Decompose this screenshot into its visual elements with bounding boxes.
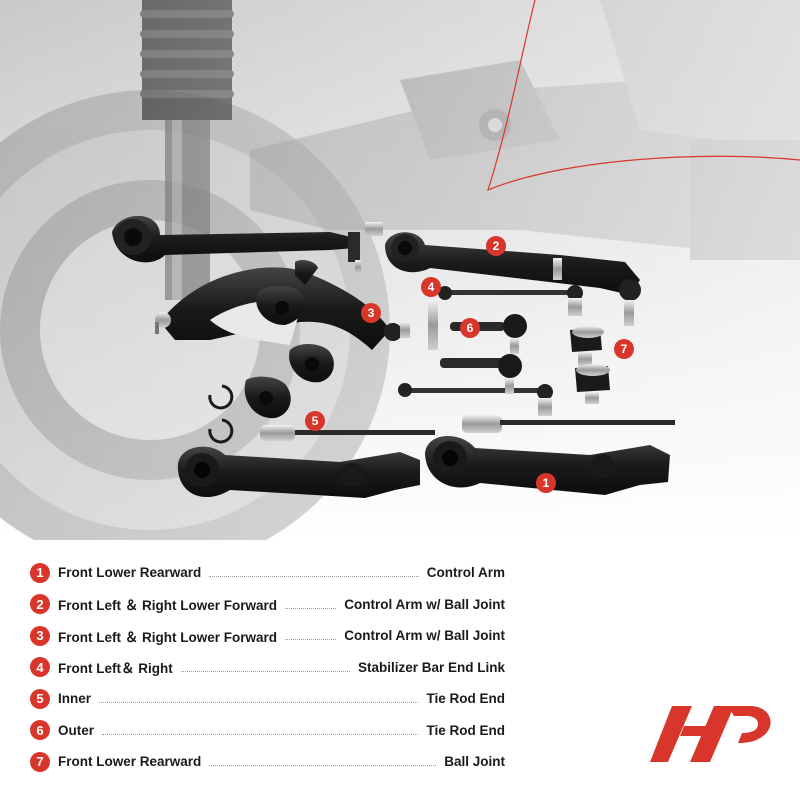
dotted-leader bbox=[209, 765, 437, 767]
snap-rings bbox=[208, 384, 234, 444]
dotted-leader bbox=[285, 607, 337, 609]
legend-position: Outer bbox=[58, 722, 99, 738]
lower-rearward-control-arm-right bbox=[425, 435, 670, 495]
legend-position: Front Left ＆ Right Lower Forward bbox=[58, 594, 281, 615]
legend-row: 7 Front Lower Rearward Ball Joint bbox=[30, 746, 505, 778]
inner-tie-rod-end bbox=[260, 415, 675, 441]
legend-position: Inner bbox=[58, 691, 96, 707]
legend-number-badge: 5 bbox=[30, 688, 50, 709]
callout-label-5: 5 bbox=[312, 414, 319, 428]
legend-number-badge: 4 bbox=[30, 657, 50, 678]
legend-row: 2 Front Left ＆ Right Lower Forward Contr… bbox=[30, 589, 505, 621]
legend-row: 3 Front Left ＆ Right Lower Forward Contr… bbox=[30, 620, 505, 652]
dotted-leader bbox=[180, 670, 350, 672]
a-premium-logo-icon bbox=[650, 706, 775, 762]
callout-badge-6: 6 bbox=[460, 318, 480, 338]
decorative-red-arc bbox=[487, 0, 800, 192]
legend-part: Control Arm bbox=[426, 565, 505, 581]
legend-row: 1 Front Lower Rearward Control Arm bbox=[30, 557, 505, 589]
callout-label-2: 2 bbox=[493, 239, 500, 253]
bushing-set bbox=[244, 260, 334, 419]
ball-joint bbox=[570, 326, 610, 404]
legend-number-badge: 1 bbox=[30, 562, 50, 583]
legend-row: 4 Front Left＆ Right Stabilizer Bar End L… bbox=[30, 652, 505, 684]
callout-label-4: 4 bbox=[428, 280, 435, 294]
lower-rearward-control-arm-left bbox=[177, 446, 420, 498]
dotted-leader bbox=[102, 733, 419, 735]
legend-part: Ball Joint bbox=[444, 754, 505, 770]
legend-part: Stabilizer Bar End Link bbox=[357, 659, 505, 675]
control-arm-with-ball-joint bbox=[385, 232, 641, 326]
legend-part: Control Arm w/ Ball Joint bbox=[344, 628, 505, 644]
callout-badge-1: 1 bbox=[536, 473, 556, 493]
legend-number-badge: 7 bbox=[30, 751, 50, 772]
legend-part: Tie Rod End bbox=[426, 691, 505, 707]
legend-number-badge: 6 bbox=[30, 720, 50, 741]
dotted-leader bbox=[285, 639, 337, 641]
stabilizer-bar-end-link bbox=[398, 285, 583, 416]
legend-row: 5 Inner Tie Rod End bbox=[30, 683, 505, 715]
legend-part: Tie Rod End bbox=[426, 722, 505, 738]
callout-label-7: 7 bbox=[621, 342, 628, 356]
callout-label-3: 3 bbox=[368, 306, 375, 320]
callout-badges: 1 2 3 4 5 6 7 bbox=[305, 236, 634, 493]
callout-badge-2: 2 bbox=[486, 236, 506, 256]
callout-label-1: 1 bbox=[543, 476, 550, 490]
dotted-leader bbox=[99, 702, 419, 704]
product-photo: 1 2 3 4 5 6 7 bbox=[0, 0, 800, 540]
legend-number-badge: 3 bbox=[30, 625, 50, 646]
callout-badge-3: 3 bbox=[361, 303, 381, 323]
legend-position: Front Lower Rearward bbox=[58, 754, 206, 770]
dotted-leader bbox=[209, 576, 419, 578]
control-arm-upper-left bbox=[112, 215, 383, 274]
legend-position: Front Lower Rearward bbox=[58, 565, 206, 581]
callout-badge-5: 5 bbox=[305, 411, 325, 431]
callout-label-6: 6 bbox=[467, 321, 474, 335]
legend-position: Front Left ＆ Right Lower Forward bbox=[58, 625, 281, 646]
legend-number-badge: 2 bbox=[30, 594, 50, 615]
legend-row: 6 Outer Tie Rod End bbox=[30, 715, 505, 747]
legend-position: Front Left＆ Right bbox=[58, 657, 177, 678]
legend-part: Control Arm w/ Ball Joint bbox=[344, 596, 505, 612]
parts-legend: 1 Front Lower Rearward Control Arm 2 Fro… bbox=[30, 557, 505, 778]
callout-badge-7: 7 bbox=[614, 339, 634, 359]
callout-badge-4: 4 bbox=[421, 277, 441, 297]
